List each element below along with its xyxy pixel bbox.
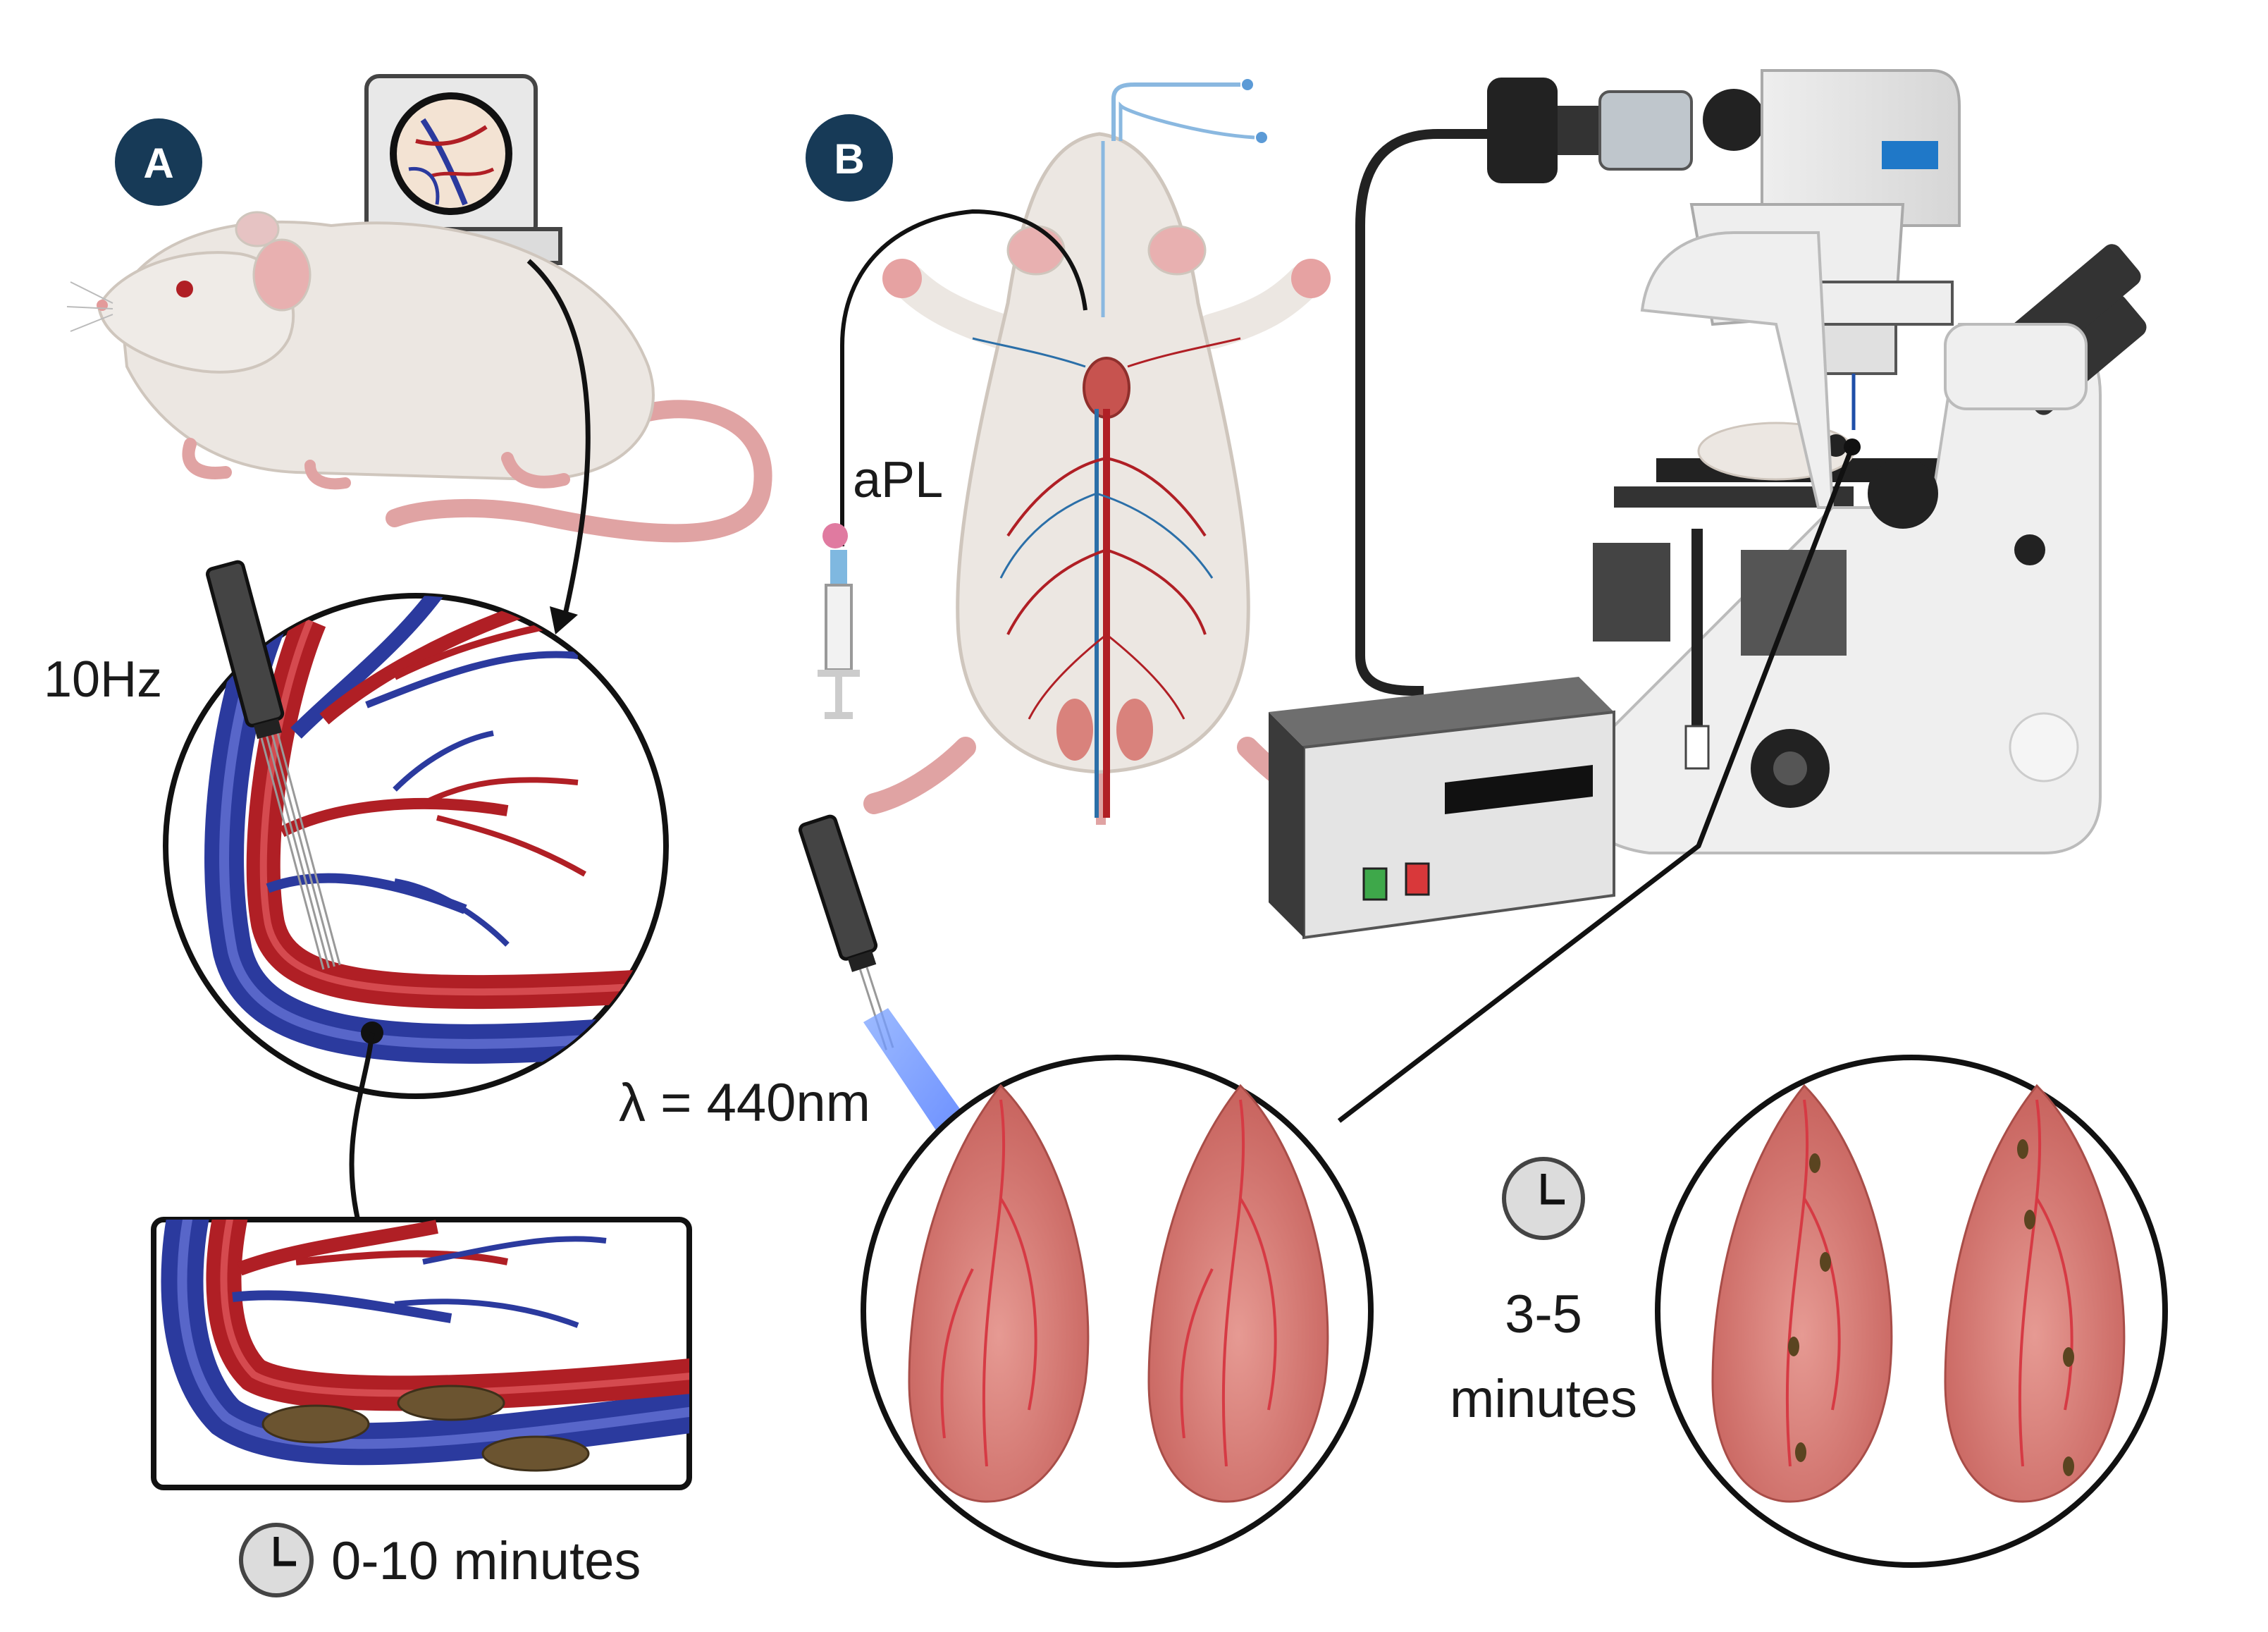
panel-a-badge-text: A [143, 140, 173, 187]
arrowhead-a [550, 606, 578, 634]
clot [481, 1435, 590, 1472]
clock-icon [239, 1523, 314, 1597]
light-source-box-icon [1269, 677, 1615, 940]
pointer-line-a [349, 1032, 375, 1227]
panel-b-time-unit: minutes [1450, 1369, 1637, 1429]
panel-a-badge: A [115, 118, 202, 206]
panel-a-time-label: 0-10 minutes [331, 1531, 641, 1591]
clot [2063, 1347, 2074, 1367]
muscle-circle-after [1655, 1055, 2168, 1568]
clot [1820, 1252, 1831, 1272]
gastrocnemius-muscle [1944, 1084, 2126, 1503]
clock-icon [1502, 1157, 1585, 1240]
mouse-illustration-side [66, 211, 772, 543]
mouse-illustration-supine [863, 79, 1331, 825]
clot [1795, 1442, 1806, 1462]
stimulation-electrode-icon [206, 560, 341, 970]
clot [1809, 1153, 1820, 1173]
clot [1788, 1337, 1799, 1356]
clot [2024, 1210, 2035, 1229]
gastrocnemius-muscle [1711, 1084, 1893, 1503]
gastrocnemius-muscle [1147, 1084, 1329, 1503]
microscope-icon [1355, 69, 2147, 854]
thrombus-inset-box [151, 1217, 692, 1490]
injection-line [840, 209, 1087, 546]
vessel-magnified-circle [163, 593, 669, 1099]
connector-arrow-a [526, 259, 591, 621]
light-wavelength-label: λ = 440nm [619, 1073, 870, 1133]
clot [261, 1404, 370, 1444]
syringe-icon [818, 523, 860, 719]
clot [2017, 1139, 2028, 1159]
muscle-circle-before [861, 1055, 1374, 1568]
clot [2063, 1456, 2074, 1476]
stimulus-frequency-label: 10Hz [44, 651, 162, 708]
pointer-line-b [1337, 446, 1855, 1123]
gastrocnemius-muscle [908, 1084, 1090, 1503]
injection-label: aPL [853, 452, 943, 508]
panel-b-badge-text: B [834, 135, 864, 183]
panel-b-time-value: 3-5 [1505, 1284, 1582, 1344]
panel-b-badge: B [806, 114, 893, 202]
clot [397, 1385, 505, 1421]
